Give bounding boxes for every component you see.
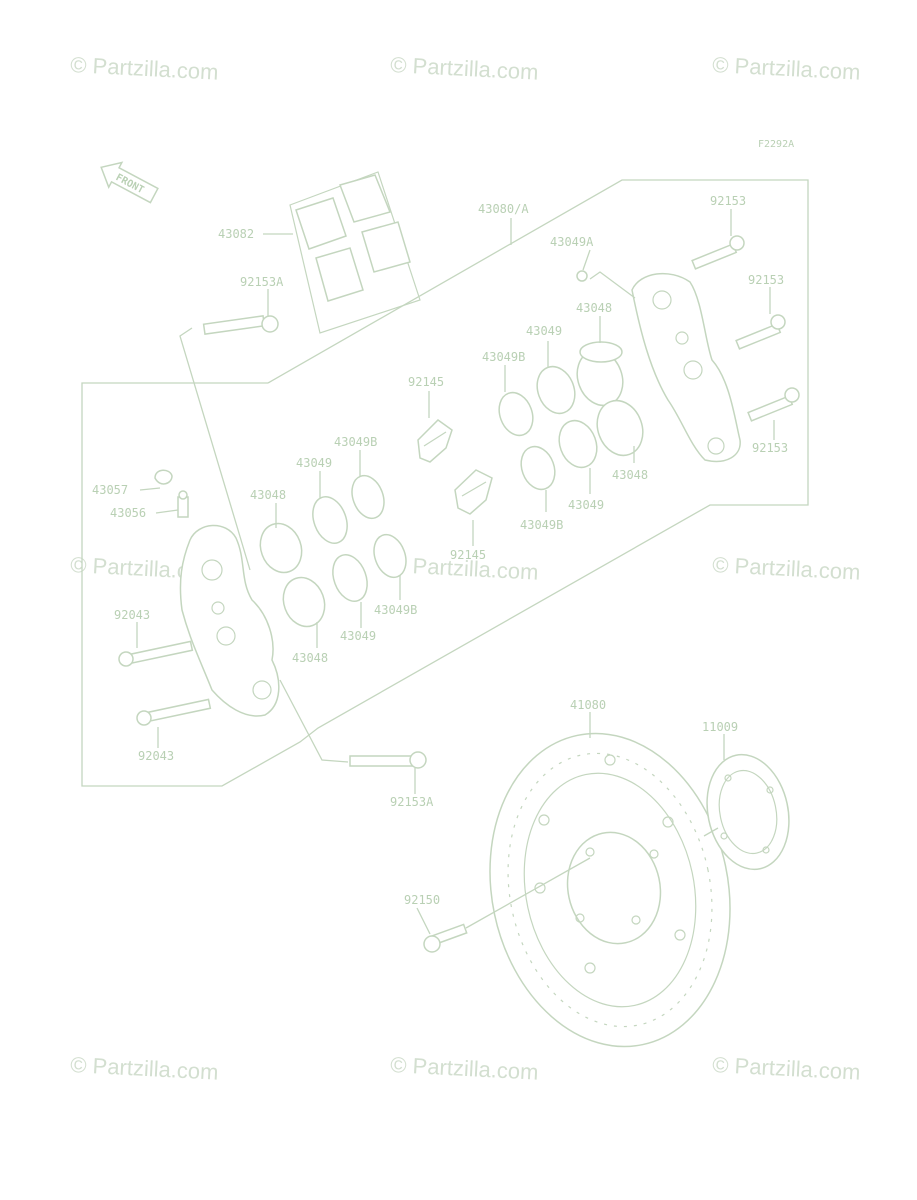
label-43049A: 43049A <box>550 235 594 249</box>
bolt-icon <box>735 314 786 350</box>
piston-icon <box>282 576 326 628</box>
label-92043: 92043 <box>138 749 174 763</box>
bolt-icon <box>423 923 468 953</box>
assembly-outline <box>81 179 809 787</box>
seal-icon <box>332 554 368 602</box>
watermark-text: © Partzilla.com <box>390 52 539 85</box>
label-92153A: 92153A <box>390 795 434 809</box>
watermark-text: © Partzilla.com <box>712 1052 861 1085</box>
label-43049B: 43049B <box>482 350 525 364</box>
label-43048: 43048 <box>292 651 328 665</box>
seal-icon <box>536 365 576 415</box>
watermark-text: © Partzilla.com <box>70 1052 219 1085</box>
leader-line <box>589 271 636 299</box>
disc-shim-icon <box>706 753 790 871</box>
bolt-icon <box>349 751 427 769</box>
label-43049: 43049 <box>340 629 376 643</box>
label-92043: 92043 <box>114 608 150 622</box>
label-43080A: 43080/A <box>478 202 529 216</box>
label-92145: 92145 <box>450 548 486 562</box>
piston-icon <box>576 341 624 407</box>
seal-icon <box>351 474 385 520</box>
brake-pad-icon <box>339 174 392 223</box>
label-43048: 43048 <box>576 301 612 315</box>
leader-line <box>155 509 179 514</box>
label-43049: 43049 <box>296 456 332 470</box>
watermark-text: © Partzilla.com <box>712 552 861 585</box>
label-92153: 92153 <box>710 194 746 208</box>
brake-pad-icon <box>315 247 364 302</box>
label-41080: 41080 <box>570 698 606 712</box>
label-92153A: 92153A <box>240 275 284 289</box>
label-43049B: 43049B <box>334 435 377 449</box>
label-43048: 43048 <box>612 468 648 482</box>
seal-icon <box>520 445 556 491</box>
label-43049: 43049 <box>568 498 604 512</box>
leader-line <box>139 487 161 491</box>
leader-line <box>582 249 591 271</box>
label-92153: 92153 <box>752 441 788 455</box>
bolt-icon <box>136 698 212 726</box>
watermark-text: © Partzilla.com <box>70 52 219 85</box>
leader-line <box>465 857 591 929</box>
pad-spring-icon <box>417 419 453 463</box>
bolt-icon <box>747 387 800 422</box>
label-92150: 92150 <box>404 893 440 907</box>
seal-icon <box>373 533 407 579</box>
label-92153: 92153 <box>748 273 784 287</box>
front-arrow-icon: FRONT <box>100 161 159 204</box>
brake-disc-icon <box>489 732 731 1048</box>
leader-line <box>703 827 719 837</box>
figure-code: F2292A <box>758 139 794 150</box>
caliper-right-icon <box>631 272 741 462</box>
label-43049: 43049 <box>526 324 562 338</box>
brake-pad-icon <box>295 197 347 250</box>
bleeder-cap-icon <box>154 469 173 485</box>
bleeder-valve-icon <box>177 490 189 518</box>
bolt-icon <box>118 640 194 667</box>
brake-pad-icon <box>361 221 411 273</box>
pad-spring-icon <box>454 469 493 515</box>
bolt-icon <box>691 235 745 270</box>
watermark-text: © Partzilla.com <box>712 52 861 85</box>
label-43057: 43057 <box>92 483 128 497</box>
label-43082: 43082 <box>218 227 254 241</box>
leader-line <box>279 679 349 763</box>
label-11009: 11009 <box>702 720 738 734</box>
label-92145: 92145 <box>408 375 444 389</box>
caliper-left-icon <box>179 524 280 717</box>
label-43049B: 43049B <box>374 603 417 617</box>
label-43056: 43056 <box>110 506 146 520</box>
seal-icon <box>498 391 534 437</box>
label-43048: 43048 <box>250 488 286 502</box>
part-labels: 43082 43080/A 43049A 92153 92153 92153 9… <box>92 194 788 907</box>
seal-icon <box>558 419 598 469</box>
nut-icon <box>576 270 588 282</box>
leader-line <box>179 327 251 571</box>
piston-icon <box>259 522 303 574</box>
leader-line <box>416 907 431 935</box>
seal-icon <box>312 496 348 544</box>
brake-pads <box>289 171 421 334</box>
piston-icon <box>596 399 644 457</box>
watermark-text: © Partzilla.com <box>390 1052 539 1085</box>
label-43049B: 43049B <box>520 518 563 532</box>
arrow-shape <box>100 161 159 204</box>
bolt-icon <box>202 315 279 335</box>
